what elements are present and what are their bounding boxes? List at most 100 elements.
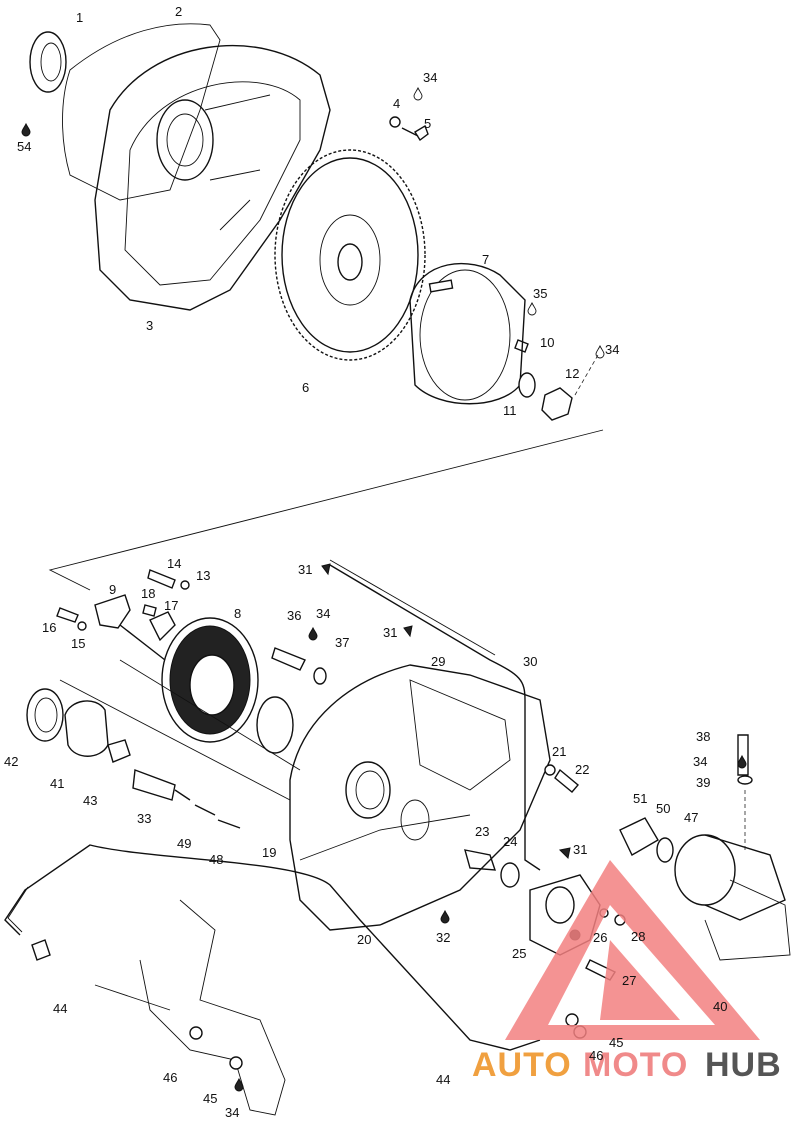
label-21: 21 [552,744,566,759]
magneto-cover [289,664,551,931]
drop-icon-34e [234,1077,244,1092]
label-12: 12 [565,366,579,381]
label-13: 13 [196,568,210,583]
label-33: 33 [137,811,151,826]
label-16: 16 [42,620,56,635]
screw-10 [514,339,529,353]
trigger-coil [94,594,166,661]
label-1: 1 [76,10,83,25]
drop-icon-34c [308,626,318,641]
connector-33 [132,769,191,801]
label-51: 51 [633,791,647,806]
gasket-51 [619,817,659,856]
label-42: 42 [4,754,18,769]
magneto-rotor [409,263,526,405]
clip-31a [321,563,331,576]
watermark-hub: HUB [705,1046,782,1084]
label-46a: 46 [163,1070,177,1085]
label-39: 39 [696,775,710,790]
label-26: 26 [593,930,607,945]
washer-37 [313,667,327,685]
valve-23 [464,849,496,871]
plate-41 [64,700,109,757]
starter-drive-unit [529,874,601,956]
label-49: 49 [177,836,191,851]
label-41: 41 [50,776,64,791]
label-44b: 44 [436,1072,450,1087]
washer-13 [180,580,190,590]
label-31a: 31 [298,562,312,577]
clip-31c [558,847,571,860]
label-38: 38 [696,729,710,744]
label-45a: 45 [203,1091,217,1106]
nut-45 [229,1056,243,1070]
watermark-auto: AUTO [472,1046,572,1084]
label-40: 40 [713,999,727,1014]
label-25: 25 [512,946,526,961]
label-9: 9 [109,582,116,597]
label-28: 28 [631,929,645,944]
label-4: 4 [393,96,400,111]
label-7: 7 [482,252,489,267]
housing-gasket [62,23,221,201]
bolt-16 [56,607,79,623]
o-ring-24 [500,862,520,888]
label-23: 23 [475,824,489,839]
washer-50 [656,837,674,863]
label-11: 11 [503,403,517,418]
label-17: 17 [164,598,178,613]
drop-icon-32 [440,909,450,924]
gasket-43 [107,739,131,763]
bolt-36 [271,647,306,671]
watermark-logo: AUTO MOTO HUB [472,860,782,1084]
drop-icon-34d [737,754,747,769]
label-47: 47 [684,810,698,825]
label-37: 37 [335,635,349,650]
washer-11 [518,372,536,398]
label-5: 5 [424,116,431,131]
label-22: 22 [575,762,589,777]
bolt-22 [554,768,579,793]
flywheel-housing [94,44,331,311]
label-15: 15 [71,636,85,651]
drive-coupling [256,696,294,754]
seal-42 [26,688,64,742]
oil-seal [29,31,67,93]
label-35: 35 [533,286,547,301]
screw-18 [142,604,157,617]
label-27: 27 [622,973,636,988]
seal-42-inner [34,697,58,733]
clip-31b [403,625,413,638]
label-8: 8 [234,606,241,621]
drop-icon-34b [595,344,605,359]
washer-39 [737,775,753,785]
label-34a: 34 [423,70,437,85]
label-50: 50 [656,801,670,816]
watermark-triangle [505,860,760,1040]
label-18: 18 [141,586,155,601]
label-20: 20 [357,932,371,947]
washer-21 [544,764,556,776]
label-45b: 45 [609,1035,623,1050]
label-3: 3 [146,318,153,333]
label-44a: 44 [53,1001,67,1016]
rod-30 [329,564,541,871]
label-24: 24 [503,834,517,849]
terminal-49 [194,804,216,816]
clamp-17 [149,611,176,642]
cable-44 [4,844,541,1051]
flywheel-ring-gear [274,149,426,361]
label-19: 19 [262,845,276,860]
bolt-38 [737,734,749,776]
label-46b: 46 [589,1048,603,1063]
label-34e: 34 [225,1105,239,1120]
bolt-14 [147,569,176,589]
cable-end [31,939,51,961]
watermark-moto: MOTO [583,1046,688,1084]
label-32: 32 [436,930,450,945]
label-34c: 34 [316,606,330,621]
nut-45b [565,1013,579,1027]
washer-15 [77,621,87,631]
engine-block-outline [139,899,286,1116]
